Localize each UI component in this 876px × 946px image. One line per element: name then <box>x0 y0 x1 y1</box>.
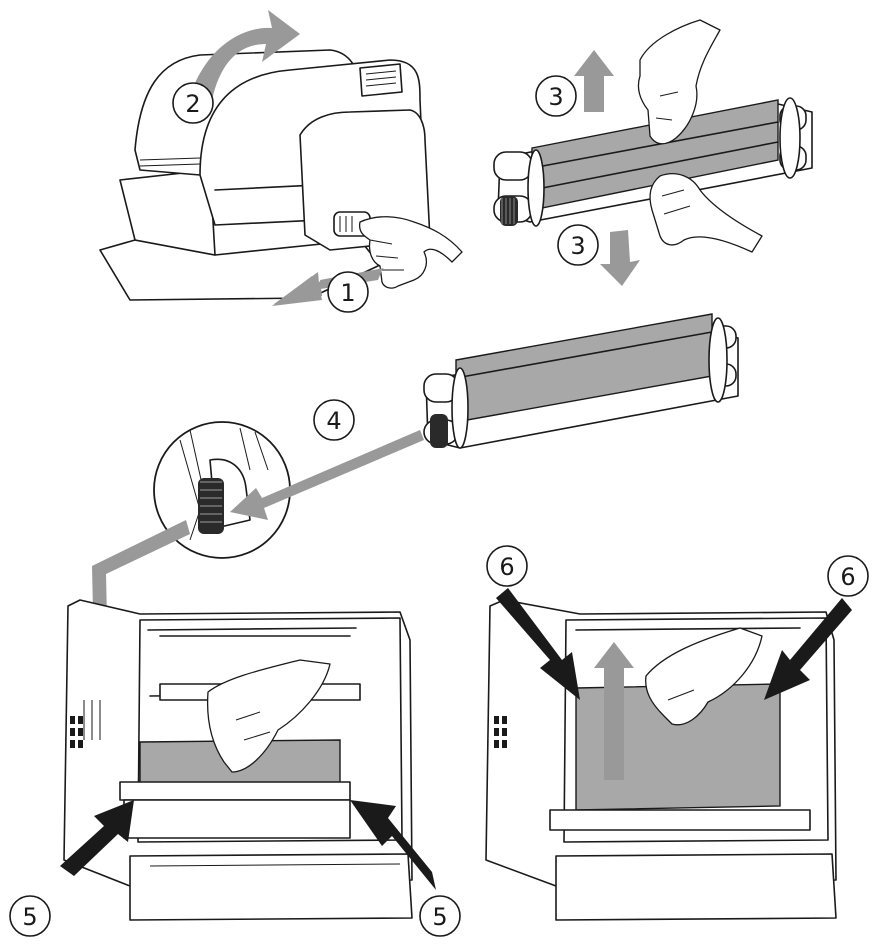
printer-open-view-right <box>485 599 837 921</box>
svg-text:5: 5 <box>22 903 37 931</box>
step-callout-3-top: 3 <box>535 75 577 117</box>
ribbon-cartridge-icon <box>423 313 739 449</box>
hand-icon <box>645 627 763 726</box>
step-callout-1: 1 <box>327 271 369 313</box>
svg-text:1: 1 <box>340 279 355 307</box>
svg-text:6: 6 <box>840 563 855 591</box>
straight-arrow-icon <box>574 50 614 112</box>
ribbon-cartridge-icon <box>493 97 813 227</box>
straight-arrow-icon <box>350 800 436 890</box>
step-callout-6-left: 6 <box>486 545 528 587</box>
hand-icon <box>649 173 763 253</box>
gear-icon <box>500 196 518 226</box>
straight-arrow-icon <box>594 642 634 780</box>
step-callout-2: 2 <box>172 82 214 124</box>
straight-arrow-icon <box>764 598 852 700</box>
step-callout-4: 4 <box>313 399 355 441</box>
step-callout-3-bottom: 3 <box>557 224 599 266</box>
step-callout-5-left: 5 <box>9 895 51 937</box>
straight-arrow-icon <box>496 588 580 700</box>
svg-text:2: 2 <box>185 90 200 118</box>
svg-text:4: 4 <box>326 407 341 435</box>
straight-arrow-icon <box>600 230 640 286</box>
hand-icon <box>206 659 331 773</box>
svg-text:3: 3 <box>570 232 585 260</box>
straight-arrow-icon <box>60 800 134 876</box>
svg-text:3: 3 <box>548 83 563 111</box>
hand-icon <box>637 19 721 145</box>
straight-arrow-icon <box>230 430 424 520</box>
svg-text:6: 6 <box>499 553 514 581</box>
curved-arrow-icon <box>190 10 300 100</box>
printer-side-view <box>99 49 463 301</box>
step-callout-5-right: 5 <box>419 895 461 937</box>
step-callout-6-right: 6 <box>827 555 869 597</box>
svg-text:5: 5 <box>432 903 447 931</box>
